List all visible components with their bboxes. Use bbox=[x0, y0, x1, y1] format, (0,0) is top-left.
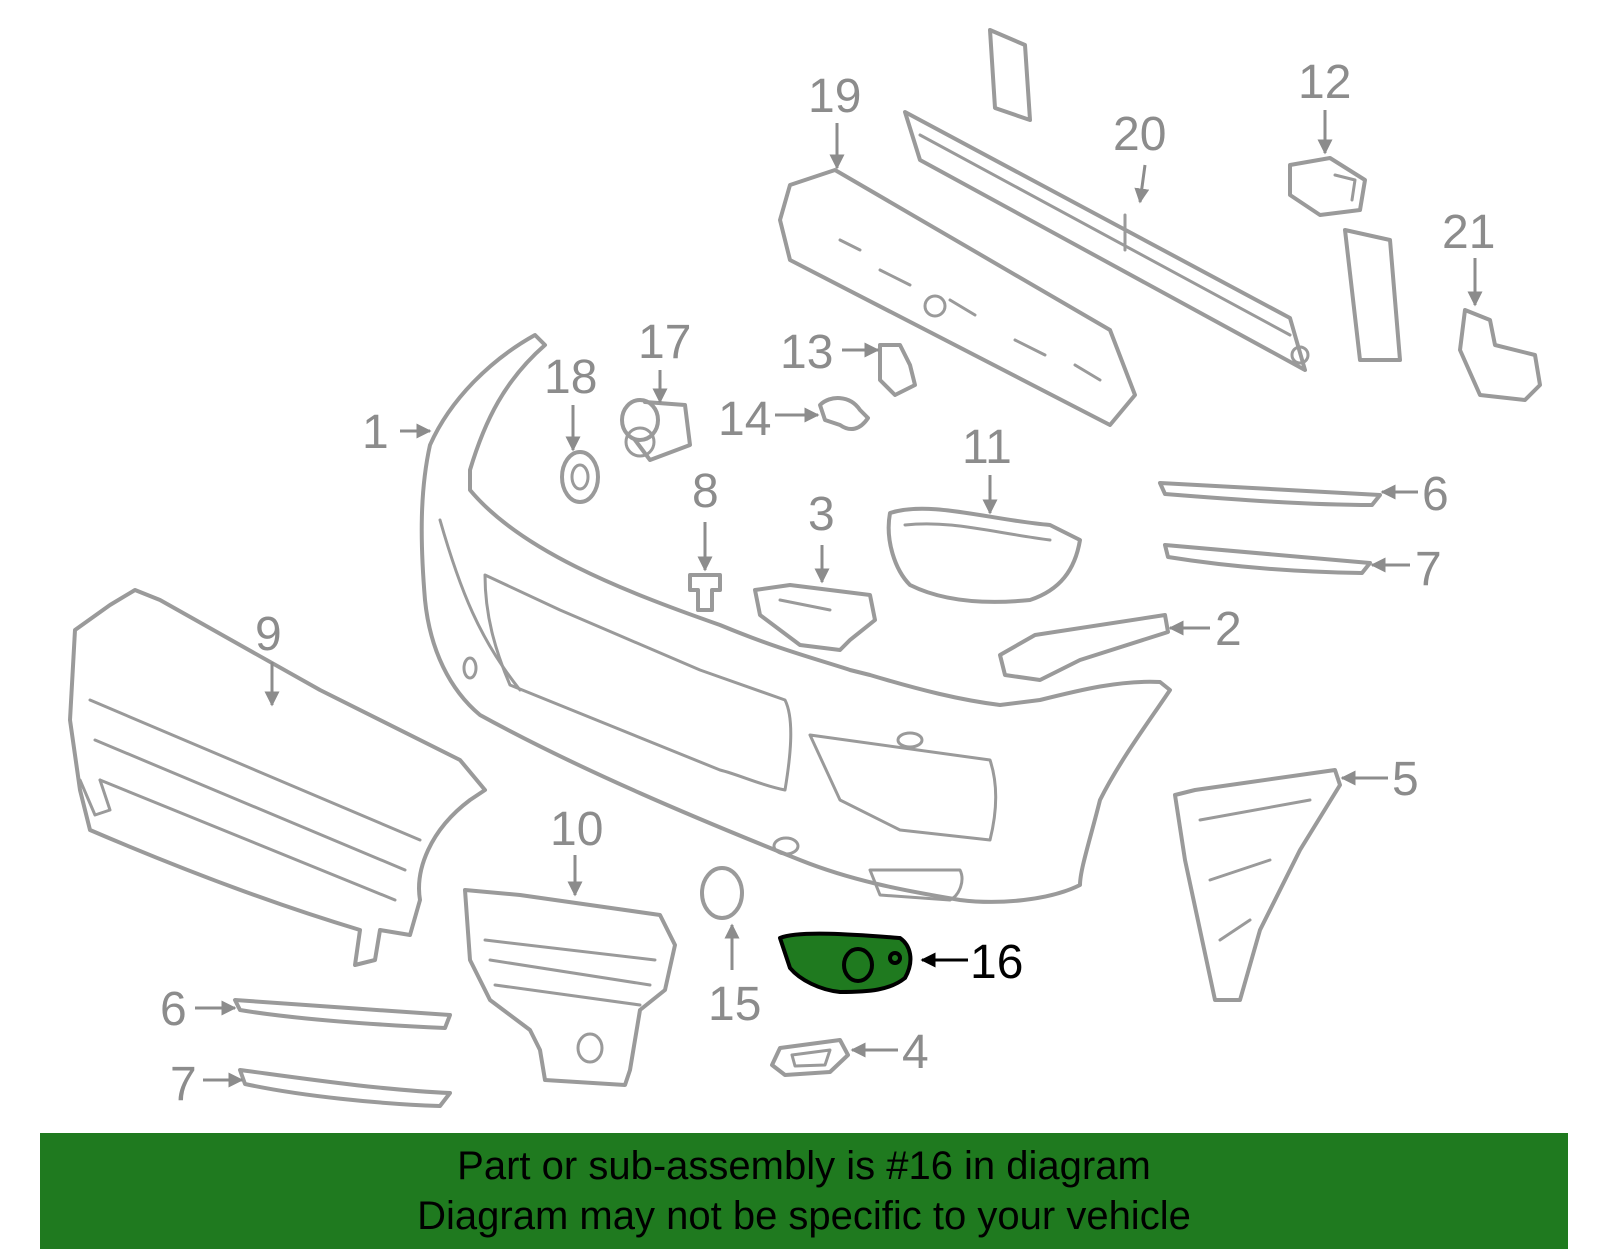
callout-1: 1 bbox=[362, 406, 389, 459]
callout-labels: 1 2 3 4 5 6 7 8 9 10 11 12 13 14 15 16 1… bbox=[160, 56, 1495, 1111]
part-8-push-clip bbox=[688, 573, 722, 612]
callout-19: 19 bbox=[808, 70, 861, 123]
callout-12: 12 bbox=[1298, 56, 1351, 109]
callout-13: 13 bbox=[780, 326, 833, 379]
callout-7-right: 7 bbox=[1415, 543, 1442, 596]
callout-9: 9 bbox=[255, 608, 282, 661]
part-7-molding-left bbox=[238, 1068, 452, 1108]
part-3-bracket bbox=[753, 583, 877, 652]
callout-11: 11 bbox=[962, 421, 1012, 474]
part-1-bumper-cover bbox=[419, 333, 1172, 904]
part-7-molding-right bbox=[1163, 543, 1372, 575]
part-11-grille-frame bbox=[886, 506, 1082, 604]
callout-6-right: 6 bbox=[1422, 468, 1449, 521]
part-19-absorber bbox=[778, 168, 1137, 427]
callout-16: 16 bbox=[970, 936, 1023, 989]
callout-15: 15 bbox=[708, 978, 761, 1031]
callout-10: 10 bbox=[550, 803, 603, 856]
caption-line-1: Part or sub-assembly is #16 in diagram bbox=[457, 1144, 1151, 1188]
part-18-ring bbox=[560, 450, 600, 504]
callout-21: 21 bbox=[1442, 206, 1495, 259]
part-17-park-sensor bbox=[620, 398, 692, 462]
callout-8: 8 bbox=[692, 465, 719, 518]
part-10-grille-insert bbox=[463, 888, 677, 1087]
part-20-reinforcement-beam bbox=[903, 28, 1402, 372]
part-12-clip bbox=[1288, 156, 1367, 217]
part-5-side-bracket bbox=[1173, 768, 1342, 1002]
callout-7-left: 7 bbox=[170, 1058, 197, 1111]
caption-banner: Part or sub-assembly is #16 in diagram D… bbox=[40, 1133, 1568, 1249]
part-4-cover bbox=[770, 1038, 850, 1077]
part-13-bolt bbox=[878, 343, 917, 397]
callout-14: 14 bbox=[718, 393, 771, 446]
callout-2: 2 bbox=[1215, 603, 1242, 656]
part-6-molding-left bbox=[233, 998, 452, 1030]
part-6-molding-right bbox=[1158, 481, 1382, 507]
part-21-bracket bbox=[1458, 308, 1542, 402]
callout-17: 17 bbox=[638, 316, 691, 369]
callout-4: 4 bbox=[902, 1026, 929, 1079]
part-16-fog-light-bezel bbox=[778, 931, 913, 994]
leader-lines bbox=[195, 110, 1483, 1088]
caption-line-2: Diagram may not be specific to your vehi… bbox=[417, 1194, 1191, 1238]
callout-3: 3 bbox=[808, 488, 835, 541]
callout-5: 5 bbox=[1392, 753, 1419, 806]
part-2-bracket bbox=[998, 613, 1170, 682]
callout-6-left: 6 bbox=[160, 983, 187, 1036]
part-9-grille bbox=[68, 588, 487, 967]
part-14-clip bbox=[818, 396, 870, 432]
part-15-tow-cap bbox=[700, 866, 744, 920]
callout-20: 20 bbox=[1113, 108, 1166, 161]
callout-18: 18 bbox=[544, 351, 597, 404]
